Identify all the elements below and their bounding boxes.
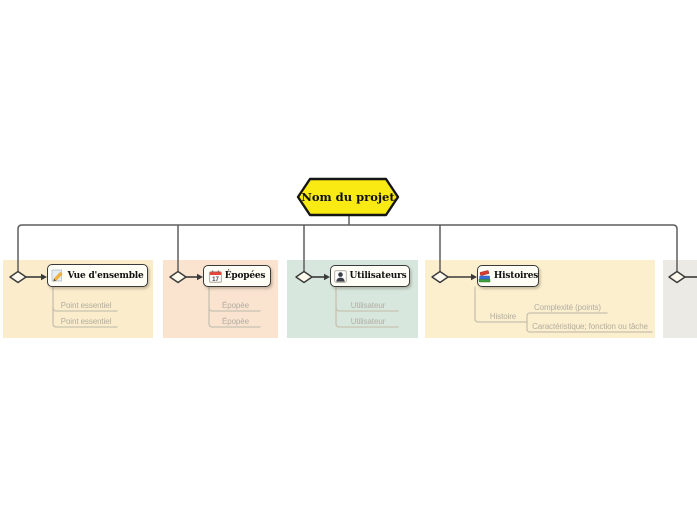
topic-stories[interactable]: Histoires [477, 265, 539, 287]
tree-connectors [17, 215, 678, 271]
calendar-icon: 17 [209, 270, 222, 283]
subtopic-connectors [52, 286, 653, 333]
collapse-handle-overview[interactable] [9, 270, 27, 284]
collapse-handle-stories[interactable] [431, 270, 449, 284]
subtopic-histoire[interactable]: Histoire [489, 312, 517, 321]
subtopic-point-essentiel-1[interactable]: Point essentiel [60, 301, 112, 310]
collapse-handle-users[interactable] [295, 270, 313, 284]
subtopic-epopee-2[interactable]: Épopée [222, 317, 249, 326]
subtopic-utilisateur-2[interactable]: Utilisateur [350, 317, 386, 326]
topic-overview[interactable]: Vue d'ensemble [47, 264, 148, 287]
subtopic-complexite[interactable]: Complexité (points) [533, 303, 601, 312]
collapse-handle-offscreen[interactable] [668, 270, 686, 284]
memo-pencil-icon [51, 269, 64, 282]
topic-label: Utilisateurs [349, 271, 407, 281]
branch-band-stories [425, 260, 655, 338]
subtopic-utilisateur-1[interactable]: Utilisateur [350, 301, 386, 310]
root-topic-label[interactable]: Nom du projet [301, 190, 395, 204]
topic-label: Vue d'ensemble [67, 270, 144, 281]
topic-label: Histoires [493, 271, 539, 281]
collapse-handle-epics[interactable] [169, 270, 187, 284]
topic-epics[interactable]: 17 Épopées [203, 265, 271, 287]
subtopic-point-essentiel-2[interactable]: Point essentiel [60, 317, 112, 326]
topic-users[interactable]: Utilisateurs [330, 265, 410, 287]
topic-label: Épopées [224, 271, 266, 281]
arrow-heads [41, 273, 477, 281]
books-icon [478, 269, 491, 283]
root-topic-shape[interactable] [296, 177, 400, 217]
subtopic-caracteristique[interactable]: Caractéristique; fonction ou tâche [532, 322, 648, 331]
calendar-day-number: 17 [212, 277, 219, 283]
user-icon [333, 269, 347, 283]
subtopic-epopee-1[interactable]: Épopée [222, 301, 249, 310]
